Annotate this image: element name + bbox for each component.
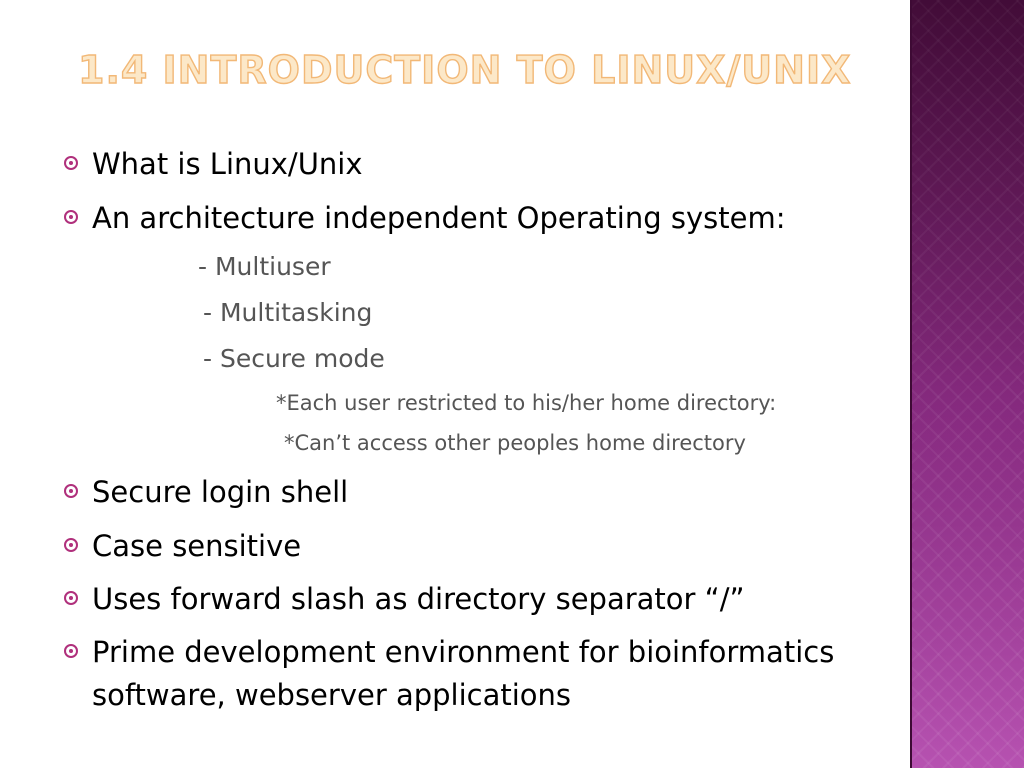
bullet-text-line-2: software, webserver applications	[92, 678, 572, 712]
bullet-item: Prime development environment for bioinf…	[0, 630, 1024, 674]
bullet-item: Case sensitive	[0, 524, 1024, 568]
sub-item: - Multiuser	[198, 252, 331, 281]
bullet-item: Uses forward slash as directory separato…	[0, 577, 1024, 621]
bullet-item: An architecture independent Operating sy…	[0, 196, 1024, 240]
circled-dot-bullet-icon	[64, 156, 78, 170]
circled-dot-bullet-icon	[64, 484, 78, 498]
circled-dot-bullet-icon	[64, 644, 78, 658]
circled-dot-bullet-icon	[64, 591, 78, 605]
bullet-text: What is Linux/Unix	[92, 147, 363, 181]
circled-dot-bullet-icon	[64, 210, 78, 224]
bullet-text: Secure login shell	[92, 475, 349, 509]
slide-title: 1.4 Introduction to Linux/Unix	[77, 47, 852, 92]
bullet-text-line-1: Prime development environment for bioinf…	[92, 635, 835, 669]
bullet-text: Case sensitive	[92, 529, 302, 563]
bullet-continuation: software, webserver applications	[0, 673, 1024, 717]
sub-sub-item: *Can’t access other peoples home directo…	[284, 431, 746, 455]
bullet-item: Secure login shell	[0, 470, 1024, 514]
sub-item: - Multitasking	[203, 298, 373, 327]
sub-item: - Secure mode	[203, 344, 385, 373]
bullet-text: Uses forward slash as directory separato…	[92, 582, 745, 616]
sub-sub-item: *Each user restricted to his/her home di…	[276, 391, 777, 415]
bullet-text: An architecture independent Operating sy…	[92, 201, 786, 235]
circled-dot-bullet-icon	[64, 538, 78, 552]
bullet-item: What is Linux/Unix	[0, 142, 1024, 186]
sidebar-edge	[910, 0, 913, 768]
decorative-sidebar	[912, 0, 1024, 768]
